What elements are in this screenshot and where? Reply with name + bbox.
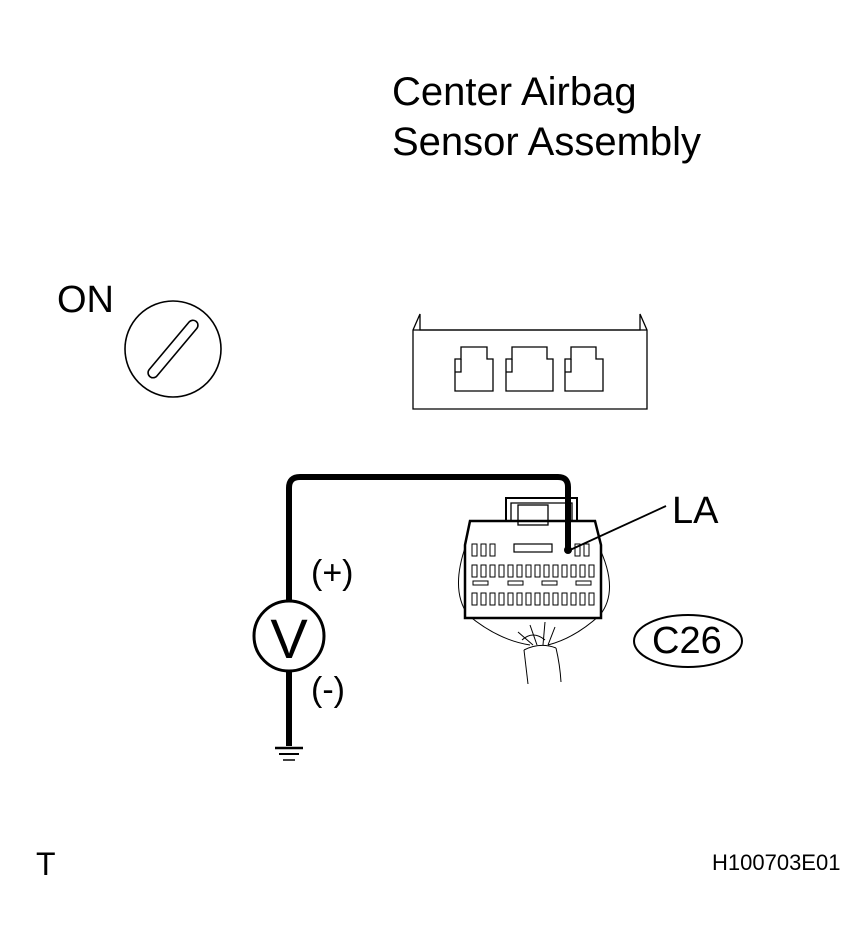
positive-probe-label: (+) (311, 554, 354, 592)
positive-probe-wire (286, 474, 571, 600)
connector-c26 (463, 497, 603, 620)
title-line-2: Sensor Assembly (392, 120, 702, 164)
connector-top-row-pins (471, 543, 590, 557)
sensor-socket-2 (505, 346, 554, 392)
ground-icon (275, 746, 303, 761)
airbag-sensor-assembly (412, 313, 648, 410)
corner-mark: T (36, 846, 56, 882)
voltmeter-symbol: V (270, 607, 308, 670)
sensor-socket-3 (564, 346, 604, 392)
sensor-socket-1 (454, 346, 494, 392)
figure-id: H100703E01 (712, 850, 841, 875)
connector-code-label: C26 (652, 620, 722, 662)
negative-probe-label: (-) (311, 671, 345, 709)
connector-middle-row-pins (471, 564, 595, 578)
connector-bottom-row-pins (471, 592, 595, 606)
title-line-1: Center Airbag (392, 70, 637, 114)
terminal-label: LA (672, 490, 719, 532)
connector-code-oval (633, 614, 743, 668)
la-leader-line (569, 505, 667, 551)
ignition-switch-icon (124, 300, 222, 398)
ignition-state-label: ON (57, 279, 114, 321)
connector-divider-slots (472, 580, 592, 586)
